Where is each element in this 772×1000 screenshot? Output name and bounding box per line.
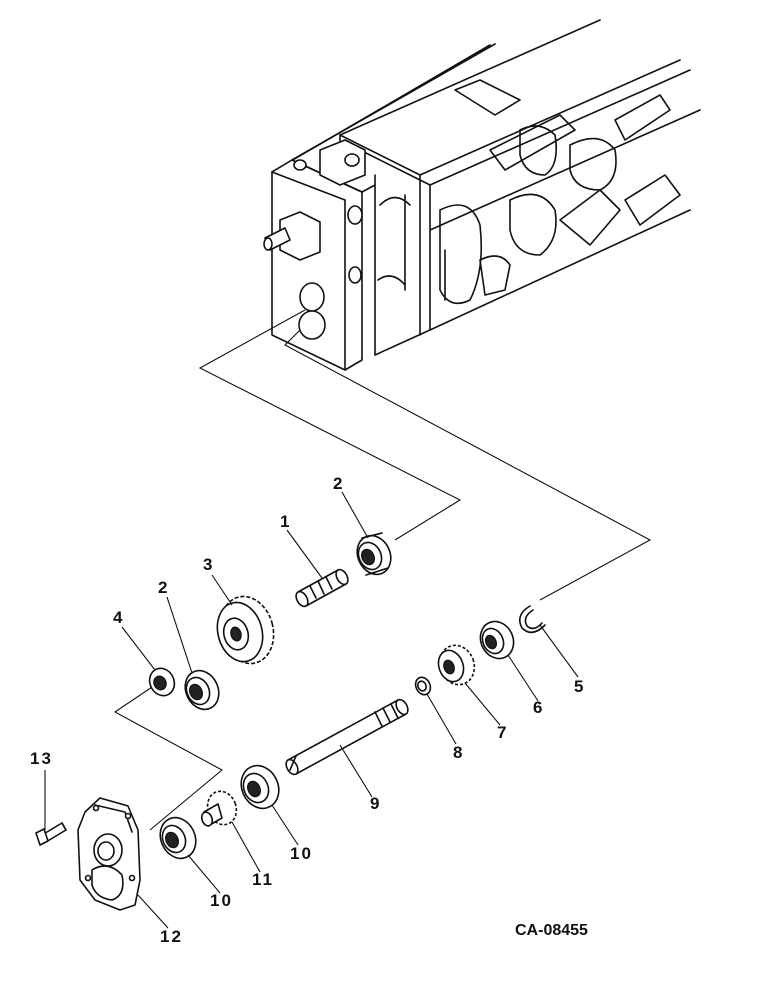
callout-10-right: 10 (290, 844, 313, 863)
callout-1: 1 (280, 512, 291, 531)
callout-4: 4 (113, 608, 124, 627)
bearing-upper (356, 532, 392, 576)
callout-8: 8 (453, 743, 464, 762)
callout-2-lower: 2 (158, 578, 169, 597)
pinion-gear (200, 790, 238, 827)
transmission-housing (263, 19, 701, 371)
bolt (35, 822, 67, 846)
callout-7: 7 (497, 723, 508, 742)
callout-6: 6 (533, 698, 544, 717)
callout-5: 5 (574, 677, 585, 696)
bearing-shaft-upper (240, 764, 280, 810)
bearing-shaft-lower (159, 816, 197, 860)
small-gear (437, 644, 476, 686)
drawing-code: CA-08455 (515, 922, 588, 939)
bearing-right (479, 620, 515, 660)
gear-cover (77, 797, 141, 911)
callout-2-upper: 2 (333, 474, 344, 493)
large-gear (216, 595, 275, 665)
callout-10-left: 10 (210, 891, 233, 910)
seal-ring (148, 667, 176, 697)
callout-11: 11 (252, 870, 274, 889)
bearing-lower (184, 669, 220, 711)
callout-12: 12 (160, 927, 183, 946)
callout-9: 9 (370, 794, 381, 813)
callout-leaders (44, 491, 579, 929)
splined-shaft-short (295, 568, 349, 608)
callout-labels: 1 2 3 2 4 5 6 7 8 9 10 11 10 12 13 (30, 474, 585, 946)
callout-13: 13 (30, 749, 53, 768)
long-shaft (285, 698, 409, 776)
snap-ring (519, 605, 546, 634)
washer (414, 676, 432, 696)
callout-3: 3 (203, 555, 214, 574)
assembly-leader-lines (113, 309, 652, 831)
